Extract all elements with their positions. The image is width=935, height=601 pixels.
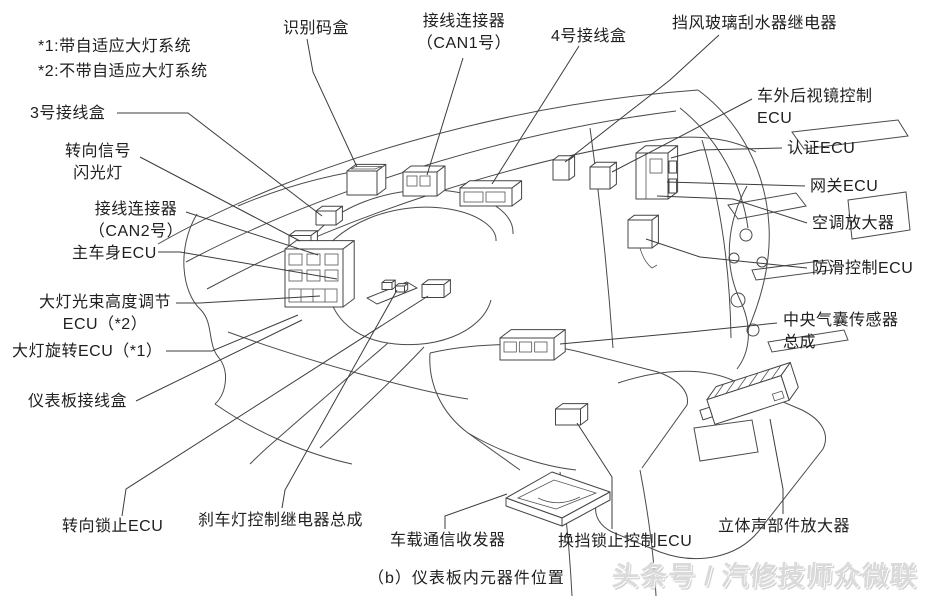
leader-junction-box-3 bbox=[117, 112, 323, 217]
leader-can1-connector bbox=[426, 57, 464, 176]
leader-ac-amplifier bbox=[656, 195, 808, 224]
components-layer bbox=[284, 145, 799, 527]
component-id-code-box bbox=[346, 163, 387, 196]
leader-mirror-control-ecu bbox=[611, 98, 753, 173]
leader-ip-junction-box bbox=[135, 319, 303, 402]
leader-headlight-leveling-ecu bbox=[176, 295, 321, 304]
leader-steering-lock-ecu bbox=[121, 295, 429, 517]
leader-shift-lock-ecu bbox=[576, 422, 613, 529]
component-ip-junction-block bbox=[284, 240, 355, 308]
component-junction-box-3 bbox=[315, 205, 343, 226]
leader-stereo-amplifier bbox=[769, 418, 784, 514]
leader-dcm-transceiver bbox=[444, 493, 508, 529]
leader-wiper-relay bbox=[564, 34, 720, 163]
figure-caption: （b）仪表板内元器件位置 bbox=[368, 570, 565, 587]
component-can1-connector bbox=[402, 165, 446, 197]
watermark: 头条号 / 汽修技师众微联 bbox=[610, 561, 919, 591]
leader-junction-box-4 bbox=[491, 45, 580, 185]
leader-lines-layer bbox=[117, 34, 808, 529]
component-shift-lock-ecu bbox=[555, 403, 589, 426]
component-wiper-relay bbox=[552, 155, 576, 181]
leader-certification-ecu bbox=[670, 147, 783, 159]
leader-id-code-box bbox=[306, 38, 358, 168]
leader-airbag-sensor bbox=[559, 322, 778, 345]
component-junction-box-4 bbox=[459, 180, 523, 207]
leader-gateway-ecu bbox=[666, 181, 806, 187]
component-skid-control-ecu bbox=[627, 214, 659, 269]
leader-brake-light-relay bbox=[281, 289, 398, 509]
component-steering-lock-ecu bbox=[421, 279, 451, 298]
component-gateway-assembly bbox=[635, 145, 679, 200]
leader-headlight-swivel-ecu bbox=[166, 314, 299, 352]
component-mirror-control-ecu bbox=[589, 161, 617, 190]
component-stereo-amplifier bbox=[699, 361, 799, 425]
component-airbag-sensor bbox=[499, 329, 566, 361]
leader-main-body-ecu bbox=[158, 251, 338, 280]
leader-can2-connector bbox=[185, 211, 319, 256]
component-brake-light-relay bbox=[366, 279, 418, 305]
component-dcm-transceiver bbox=[505, 471, 611, 527]
leader-skid-control-ecu bbox=[645, 238, 808, 269]
leader-turn-signal-flasher bbox=[139, 156, 301, 242]
